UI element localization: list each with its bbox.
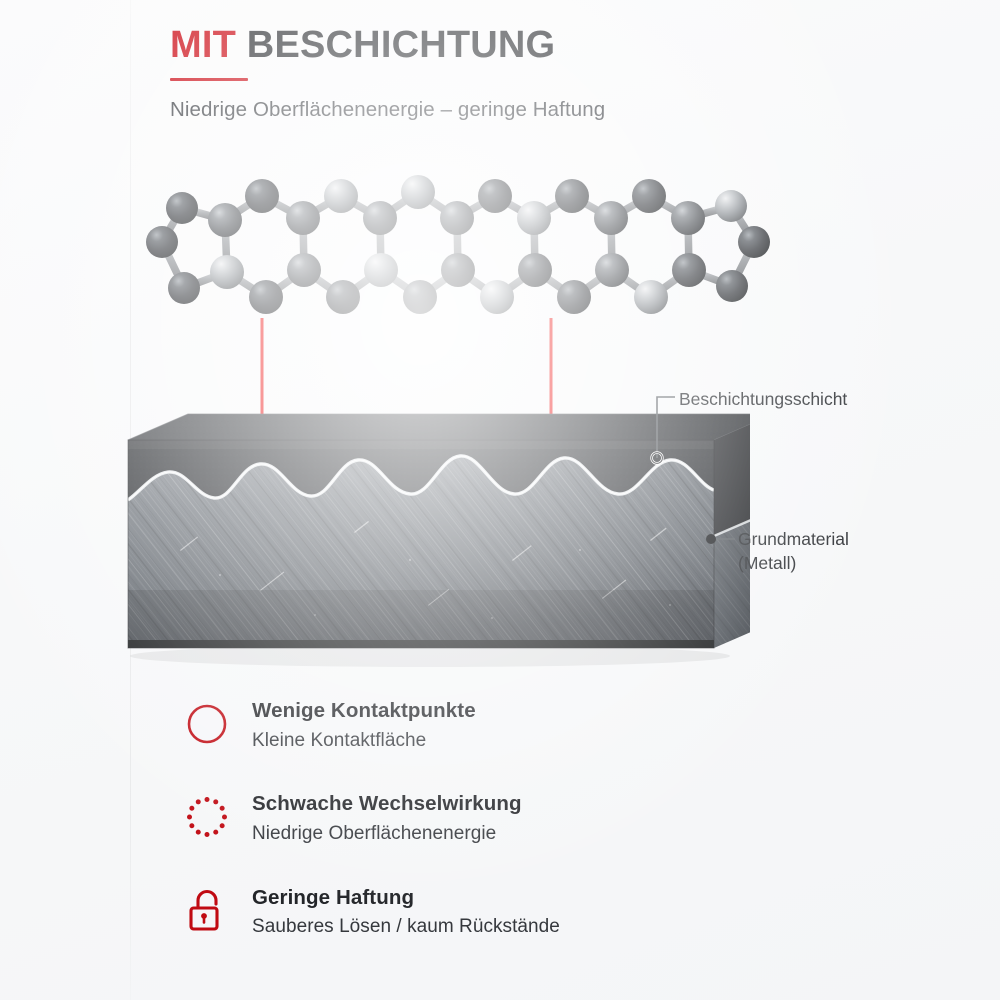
substrate-block [110,400,775,680]
callout-label-base-line2: (Metall) [738,552,797,573]
callout-label-coating: Beschichtungsschicht [679,389,848,409]
list-item: Wenige Kontaktpunkte Kleine Kontaktfläch… [180,695,800,752]
list-item-text: Wenige Kontaktpunkte Kleine Kontaktfläch… [234,695,476,752]
list-item-subtitle: Kleine Kontaktfläche [252,729,427,751]
list-item-subtitle: Niedrige Oberflächenenergie [252,822,497,844]
header: MIT BESCHICHTUNG Niedrige Oberflächenene… [170,24,870,122]
benefits-list: Wenige Kontaktpunkte Kleine Kontaktfläch… [180,695,800,939]
page-subtitle: Niedrige Oberflächenenergie – geringe Ha… [170,97,606,121]
substrate-block-svg [127,413,775,667]
list-item-text: Schwache Wechselwirkung Niedrige Oberflä… [234,788,522,845]
list-item-title: Wenige Kontaktpunkte [252,699,476,722]
list-item-text: Geringe Haftung Sauberes Lösen / kaum Rü… [234,882,560,939]
unlock-icon [180,884,234,938]
circle-outline-icon [180,697,234,751]
block-front-face [128,440,714,648]
list-item-title: Schwache Wechselwirkung [252,792,522,816]
molecule-diagram [130,160,810,350]
list-item-subtitle: Sauberes Lösen / kaum Rückstände [252,916,560,938]
dotted-circle-icon [180,790,234,844]
callout-label-base: Grundmaterial (Metall) [738,528,888,575]
title-underline-rule [170,77,248,81]
molecule-svg [146,175,770,314]
list-item: Geringe Haftung Sauberes Lösen / kaum Rü… [180,882,800,939]
title-accent-word: MIT [170,24,237,66]
list-item-title: Geringe Haftung [252,885,415,909]
callout-label-base-line1: Grundmaterial [738,529,849,549]
title-main-word: BESCHICHTUNG [246,24,556,66]
list-item: Schwache Wechselwirkung Niedrige Oberflä… [180,788,800,845]
page-title: MIT BESCHICHTUNG [170,24,870,66]
